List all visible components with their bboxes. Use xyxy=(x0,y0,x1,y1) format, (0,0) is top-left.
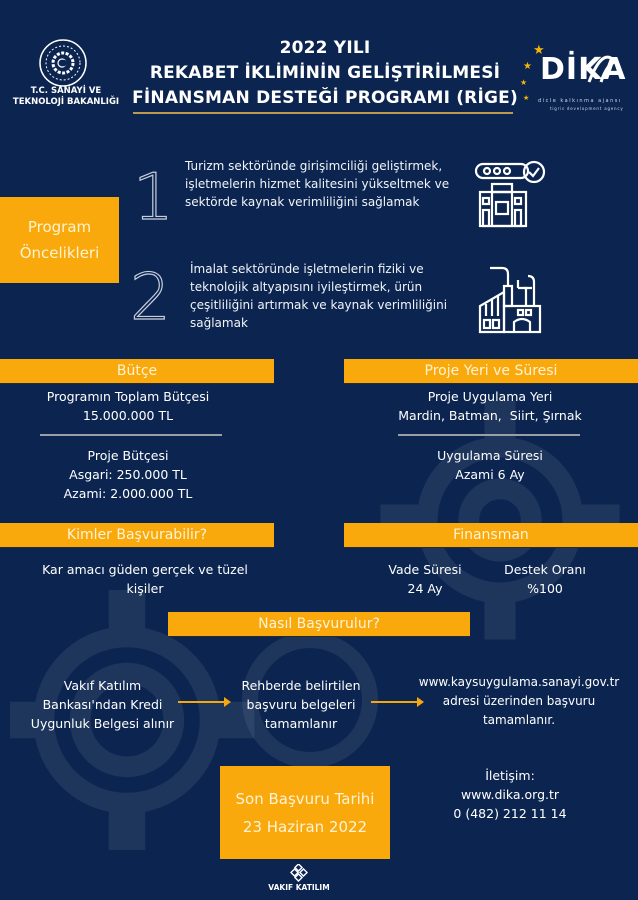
project-location: Proje Uygulama Yeri Mardin, Batman, Siir… xyxy=(360,387,620,425)
agency-subtitle: dicle kalkınma ajansı xyxy=(538,98,622,104)
priority-line: işletmelerin hizmet kalitesini yükseltme… xyxy=(185,177,450,191)
star-icon: ★ xyxy=(523,94,530,102)
location-value: Mardin, Batman, Siirt, Şırnak xyxy=(398,408,582,423)
duration-value: Azami 6 Ay xyxy=(455,467,525,482)
term-label: Vade Süresi xyxy=(388,562,462,577)
priority-line: sektörde kaynak verimliliğini sağlamak xyxy=(185,195,420,209)
agency-subtitle-en: tigris development agency xyxy=(550,106,624,111)
title-line: REKABET İKLİMİNİN GELİŞTİRİLMESİ xyxy=(149,63,501,83)
vakif-katilim-logo-icon xyxy=(290,864,308,882)
location-divider xyxy=(398,434,580,436)
project-duration: Uygulama Süresi Azami 6 Ay xyxy=(360,446,620,484)
title-line: 2022 YILI xyxy=(279,38,371,58)
budget-total-label: Programın Toplam Bütçesi xyxy=(46,389,210,404)
hotel-rating-icon xyxy=(474,160,546,228)
term-value: 24 Ay xyxy=(407,581,443,596)
location-label: Proje Uygulama Yeri xyxy=(427,389,553,404)
star-icon: ★ xyxy=(523,61,532,72)
priority-line: çeşitliliğini artırmak ve kaynak verimli… xyxy=(190,298,448,312)
priority-number: 2 xyxy=(129,261,171,335)
priority-number: 1 xyxy=(132,161,174,235)
ministry-name: T.C. SANAYİ VE TEKNOLOJİ BAKANLIĞI xyxy=(2,86,130,108)
project-budget-min: Asgari: 250.000 TL xyxy=(69,467,187,482)
ministry-emblem-icon xyxy=(39,39,87,87)
step-line: Bankası'ndan Kredi xyxy=(42,697,163,712)
star-icon: ★ xyxy=(520,78,528,87)
priority-text: İmalat sektöründe işletmelerin fiziki ve… xyxy=(190,260,470,332)
eligibility-line: Kar amacı güden gerçek ve tüzel xyxy=(42,562,248,577)
budget-total-value: 15.000.000 TL xyxy=(82,408,174,423)
factory-icon xyxy=(478,266,542,334)
eligibility-heading: Kimler Başvurabilir? xyxy=(0,523,274,548)
application-url[interactable]: www.kaysuygulama.sanayi.gov.tr xyxy=(418,675,620,689)
deadline-label: Son Başvuru Tarihi xyxy=(235,789,375,808)
swoosh-icon xyxy=(587,55,618,83)
apply-step-2: Rehberde belirtilen başvuru belgeleri ta… xyxy=(228,676,374,733)
title-line: FİNANSMAN DESTEĞİ PROGRAMI (RİGE) xyxy=(132,88,518,108)
budget-divider xyxy=(40,434,222,436)
ministry-name-line: T.C. SANAYİ VE xyxy=(30,86,102,96)
budget-total: Programın Toplam Bütçesi 15.000.000 TL xyxy=(0,387,256,425)
step-line: tamamlanır xyxy=(264,716,338,731)
duration-label: Uygulama Süresi xyxy=(437,448,543,463)
bank-name: VAKIF KATILIM xyxy=(268,883,330,892)
star-icon: ★ xyxy=(533,43,545,58)
agency-name: DİKA xyxy=(540,52,627,87)
rate-value: %100 xyxy=(527,581,563,596)
contact-phone: 0 (482) 212 11 14 xyxy=(453,806,567,821)
project-budget: Proje Bütçesi Asgari: 250.000 TL Azami: … xyxy=(0,446,256,503)
deadline-box: Son Başvuru Tarihi 23 Haziran 2022 xyxy=(220,766,390,859)
priority-line: teknolojik altyapısını iyileştirmek, ürü… xyxy=(190,280,423,294)
contact-info: İletişim: www.dika.org.tr 0 (482) 212 11… xyxy=(440,766,580,823)
page-title: 2022 YILI REKABET İKLİMİNİN GELİŞTİRİLME… xyxy=(130,36,520,111)
financing-term: Vade Süresi 24 Ay xyxy=(380,560,470,598)
program-priorities-box: Program Öncelikleri xyxy=(0,197,119,283)
eligibility-text: Kar amacı güden gerçek ve tüzel kişiler xyxy=(0,560,290,598)
step-line: Uygunluk Belgesi alınır xyxy=(30,716,175,731)
priority-line: sağlamak xyxy=(190,316,248,330)
priorities-label-line: Program xyxy=(27,218,92,236)
deadline-date: 23 Haziran 2022 xyxy=(242,817,368,836)
rate-label: Destek Oranı xyxy=(504,562,586,577)
project-budget-max: Azami: 2.000.000 TL xyxy=(63,486,193,501)
contact-label: İletişim: xyxy=(485,768,535,783)
financing-rate: Destek Oranı %100 xyxy=(495,560,595,598)
priority-text: Turizm sektöründe girişimciliği geliştir… xyxy=(185,157,465,211)
priorities-label-line: Öncelikleri xyxy=(19,244,100,262)
how-to-apply-heading: Nasıl Başvurulur? xyxy=(168,612,470,637)
contact-website-link[interactable]: www.dika.org.tr xyxy=(460,787,560,802)
apply-step-3: www.kaysuygulama.sanayi.gov.tr adresi üz… xyxy=(408,673,630,730)
title-divider xyxy=(133,112,513,114)
location-heading: Proje Yeri ve Süresi xyxy=(344,359,638,384)
step-line: başvuru belgeleri xyxy=(246,697,356,712)
step-line: Vakıf Katılım xyxy=(63,678,142,693)
step-line: tamamlanır. xyxy=(482,713,556,727)
gear-watermark-icon xyxy=(242,632,378,768)
priority-line: Turizm sektöründe girişimciliği geliştir… xyxy=(185,159,443,173)
arrow-right-icon xyxy=(371,697,424,707)
apply-step-1: Vakıf Katılım Bankası'ndan Kredi Uygunlu… xyxy=(15,676,190,733)
financing-heading: Finansman xyxy=(344,523,638,548)
project-budget-label: Proje Bütçesi xyxy=(87,448,169,463)
priority-line: İmalat sektöründe işletmelerin fiziki ve xyxy=(190,262,424,276)
budget-heading: Bütçe xyxy=(0,359,274,384)
step-line: adresi üzerinden başvuru xyxy=(442,694,596,708)
dika-logo-icon: ★ ★ ★ ★ xyxy=(515,43,635,116)
step-line: Rehberde belirtilen xyxy=(241,678,361,693)
gear-watermark-icon xyxy=(10,590,255,850)
eligibility-line: kişiler xyxy=(126,581,164,596)
ministry-name-line: TEKNOLOJİ BAKANLIĞI xyxy=(12,97,120,107)
arrow-right-icon xyxy=(178,697,231,707)
